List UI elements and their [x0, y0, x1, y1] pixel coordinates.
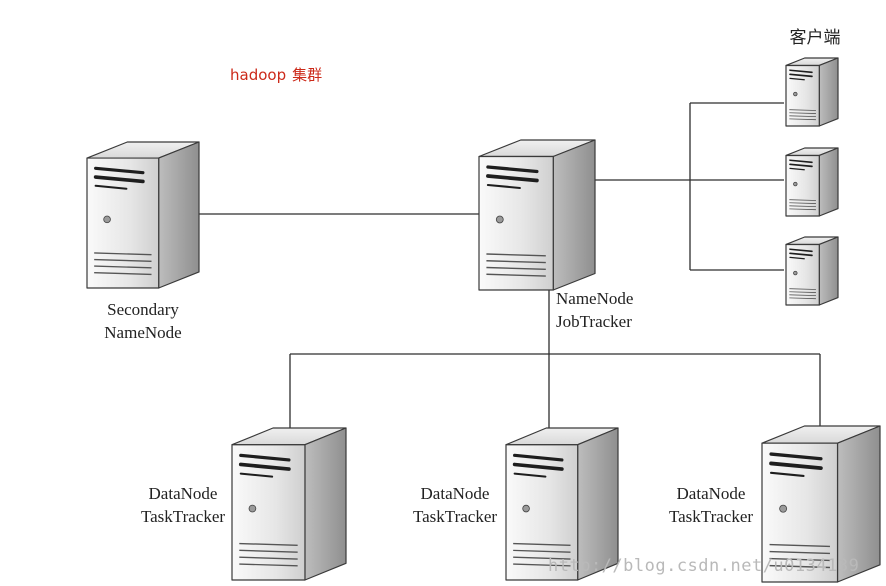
datanode-1-label-line1: DataNode	[148, 484, 218, 503]
title-suffix: 集群	[292, 66, 323, 84]
server-datanode-3	[761, 425, 881, 583]
diagram-title: hadoop 集群	[230, 64, 328, 85]
datanode-3-label-line2: TaskTracker	[668, 507, 754, 526]
server-client-2	[785, 147, 839, 217]
title-text: hadoop	[230, 66, 287, 84]
datanode-1-label-line2: TaskTracker	[140, 507, 226, 526]
server-client-1	[785, 57, 839, 127]
clients-label: 客户端	[789, 28, 841, 47]
secondary-namenode-label-line2: NameNode	[104, 323, 182, 342]
secondary-namenode-label-line1: Secondary	[107, 300, 179, 319]
server-client-3	[785, 236, 839, 306]
connection-lines	[195, 102, 821, 445]
datanode-3-label-line1: DataNode	[676, 484, 746, 503]
server-secondary-namenode	[86, 141, 200, 289]
secondary-namenode-label: Secondary NameNode	[88, 298, 198, 344]
datanode-1-label: DataNode TaskTracker	[131, 482, 235, 528]
namenode-label: NameNode JobTracker	[556, 287, 633, 333]
server-datanode-2	[505, 427, 619, 581]
namenode-label-line1: NameNode	[556, 289, 634, 308]
watermark: http://blog.csdn.net/u0134139	[548, 556, 860, 576]
namenode-label-line2: JobTracker	[556, 312, 632, 331]
datanode-2-label: DataNode TaskTracker	[403, 482, 507, 528]
datanode-3-label: DataNode TaskTracker	[659, 482, 763, 528]
server-datanode-1	[231, 427, 347, 581]
server-namenode	[478, 139, 596, 291]
datanode-2-label-line2: TaskTracker	[412, 507, 498, 526]
datanode-2-label-line1: DataNode	[420, 484, 490, 503]
